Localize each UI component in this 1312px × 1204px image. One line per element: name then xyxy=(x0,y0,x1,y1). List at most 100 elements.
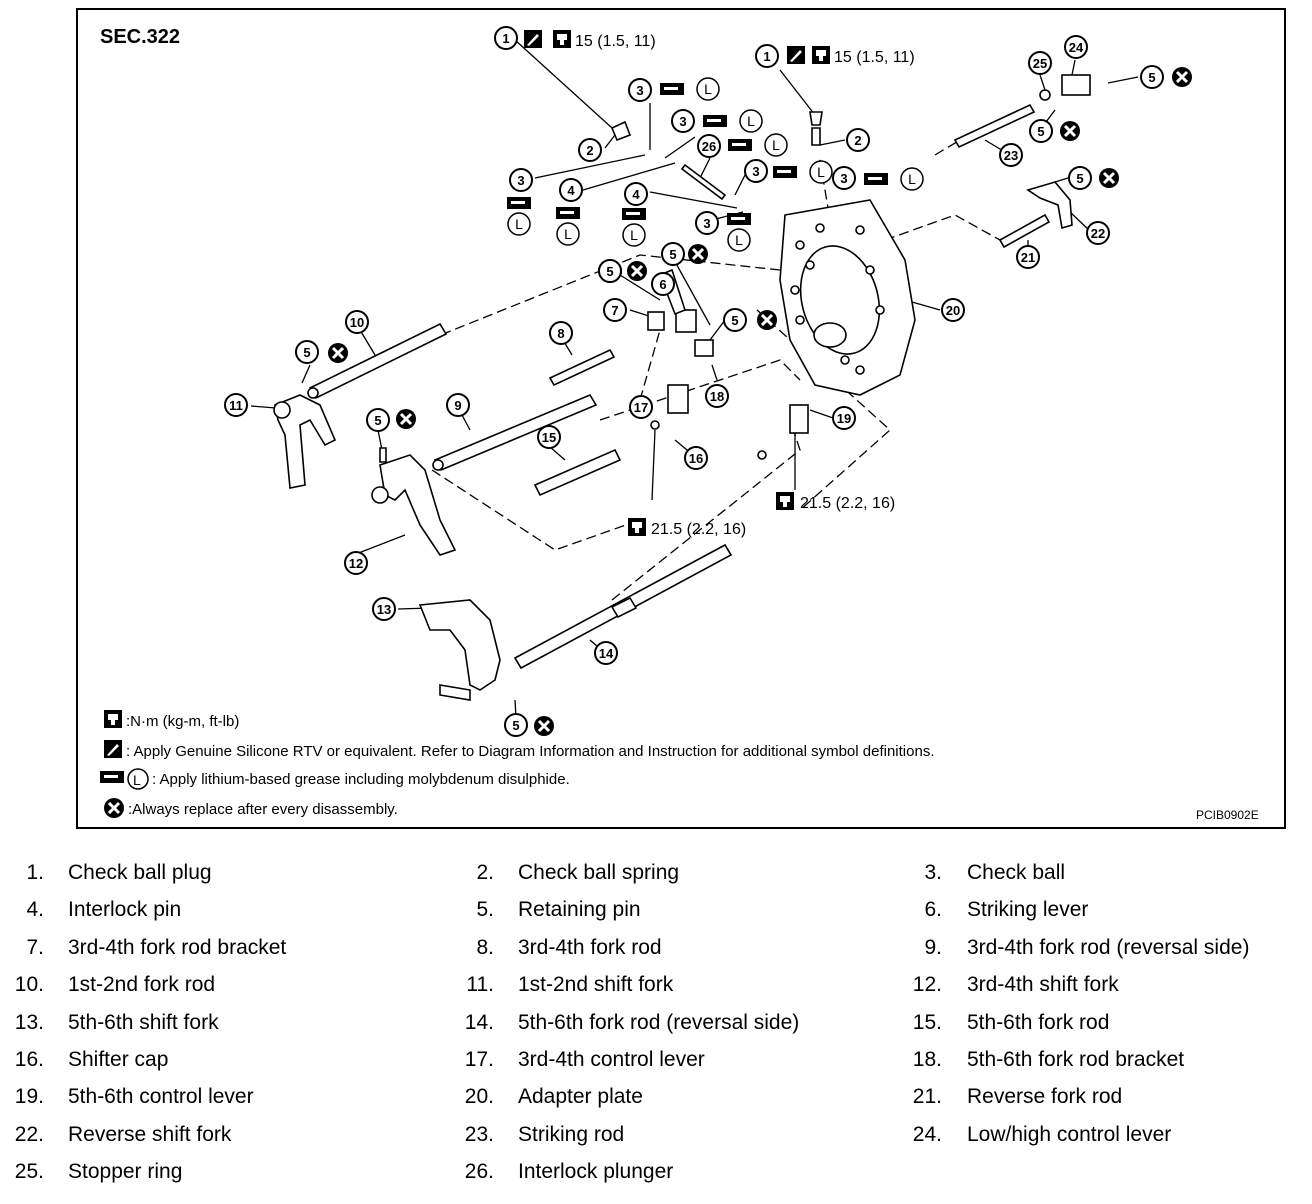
grease-letter: L xyxy=(133,772,141,788)
fork-rod-5th-6th xyxy=(533,448,622,497)
callout-number: 2 xyxy=(586,143,593,158)
torque-icon xyxy=(553,30,571,48)
callout-number: 13 xyxy=(377,602,391,617)
replace-icon xyxy=(1097,166,1121,190)
grease-icon xyxy=(728,139,752,151)
callout-10: 10 xyxy=(345,310,369,334)
low-high-control-lever xyxy=(1061,74,1091,96)
legend-number: 24. xyxy=(912,1122,942,1146)
grease-letter: L xyxy=(515,216,523,232)
torque-spec-top-left: 15 (1.5, 11) xyxy=(575,33,656,50)
legend-number: 21. xyxy=(912,1085,942,1109)
replace-icon xyxy=(102,796,126,820)
callout-4: 4 xyxy=(624,182,648,206)
callout-number: 12 xyxy=(349,556,363,571)
callout-number: 5 xyxy=(731,313,738,328)
legend-number: 2. xyxy=(476,861,494,884)
legend-number: 19. xyxy=(14,1085,44,1109)
callout-19: 19 xyxy=(832,406,856,430)
check-ball-plug-left xyxy=(610,120,632,142)
grease-letter: L xyxy=(908,171,916,187)
legend-part-name: 1st-2nd fork rod xyxy=(68,973,216,997)
callout-5: 5 xyxy=(1140,65,1164,89)
callout-9: 9 xyxy=(446,393,470,417)
callout-5: 5 xyxy=(598,259,622,283)
grease-letter-circle xyxy=(764,133,788,157)
legend-number: 9. xyxy=(924,935,942,959)
legend-part-name: 1st-2nd shift fork xyxy=(518,973,674,997)
callout-number: 5 xyxy=(669,247,676,262)
legend-number: 25. xyxy=(14,1160,44,1184)
adapter-plate xyxy=(779,199,916,396)
callout-22: 22 xyxy=(1086,221,1110,245)
replace-icon xyxy=(755,308,779,332)
legend-number: 12. xyxy=(912,973,942,997)
legend-part-name: Check ball spring xyxy=(518,861,680,884)
callout-number: 25 xyxy=(1033,56,1047,71)
grease-letter-circle xyxy=(739,109,763,133)
callout-number: 1 xyxy=(502,31,509,46)
replace-icon xyxy=(326,341,350,365)
grease-icon xyxy=(703,115,727,127)
figure-code: PCIB0902E xyxy=(1196,808,1259,822)
callout-number: 5 xyxy=(374,413,381,428)
callout-number: 16 xyxy=(689,451,703,466)
callout-number: 4 xyxy=(567,183,575,198)
legend-part-name: 5th-6th fork rod xyxy=(967,1010,1110,1034)
legend-part-name: Stopper ring xyxy=(68,1160,183,1184)
replace-icon xyxy=(532,714,556,738)
grease-letter-circle xyxy=(696,77,720,101)
grease-icon xyxy=(864,173,888,185)
legend-part-name: Striking rod xyxy=(518,1122,625,1146)
shift-fork-3rd-4th xyxy=(371,447,457,556)
legend-part-name: 3rd-4th shift fork xyxy=(967,973,1119,997)
torque-icon xyxy=(628,518,646,536)
legend-number: 10. xyxy=(14,973,44,997)
sealant-icon xyxy=(524,30,542,48)
callout-3: 3 xyxy=(628,78,652,102)
grease-icon xyxy=(660,83,684,95)
replace-icon xyxy=(686,242,710,266)
grease-letter-circle xyxy=(507,212,531,236)
callout-6: 6 xyxy=(651,272,675,296)
legend-part-name: Shifter cap xyxy=(68,1048,169,1071)
section-label: SEC.322 xyxy=(100,26,180,48)
interlock-plunger xyxy=(680,163,727,201)
callout-number: 5 xyxy=(512,718,519,733)
legend-part-name: Interlock pin xyxy=(68,898,182,922)
callout-number: 19 xyxy=(837,411,851,426)
grease-icon xyxy=(507,197,531,209)
callout-25: 25 xyxy=(1028,51,1052,75)
grease-letter: L xyxy=(704,81,712,97)
fork-rod-3rd-4th xyxy=(548,348,616,387)
legend-number: 6. xyxy=(924,898,942,922)
callout-group: 1234567891011121314151617181920212223242… xyxy=(224,26,1164,737)
callout-number: 17 xyxy=(634,400,648,415)
callout-number: 5 xyxy=(1037,124,1044,139)
callout-5: 5 xyxy=(1029,119,1053,143)
callout-8: 8 xyxy=(549,321,573,345)
callout-number: 10 xyxy=(350,315,364,330)
legend-part-name: Adapter plate xyxy=(518,1085,643,1109)
callout-number: 5 xyxy=(303,345,310,360)
callout-number: 20 xyxy=(946,303,960,318)
striking-rod xyxy=(953,103,1036,149)
shift-fork-5th-6th xyxy=(418,599,501,701)
legend-number: 17. xyxy=(464,1048,494,1071)
grease-icon xyxy=(773,166,797,178)
grease-letter: L xyxy=(772,137,780,153)
callout-11: 11 xyxy=(224,393,248,417)
callout-number: 15 xyxy=(542,430,556,445)
callout-number: 5 xyxy=(606,264,613,279)
exploded-parts-diagram: SEC.322 xyxy=(100,26,1259,822)
callout-number: 6 xyxy=(659,277,666,292)
grease-letter: L xyxy=(564,226,572,242)
shift-fork-1st-2nd xyxy=(273,394,337,489)
callout-14: 14 xyxy=(594,641,618,665)
callout-number: 7 xyxy=(611,303,618,318)
grease-icon xyxy=(622,208,646,220)
legend-number: 13. xyxy=(14,1010,44,1034)
callout-3: 3 xyxy=(509,168,533,192)
callout-number: 9 xyxy=(454,398,461,413)
